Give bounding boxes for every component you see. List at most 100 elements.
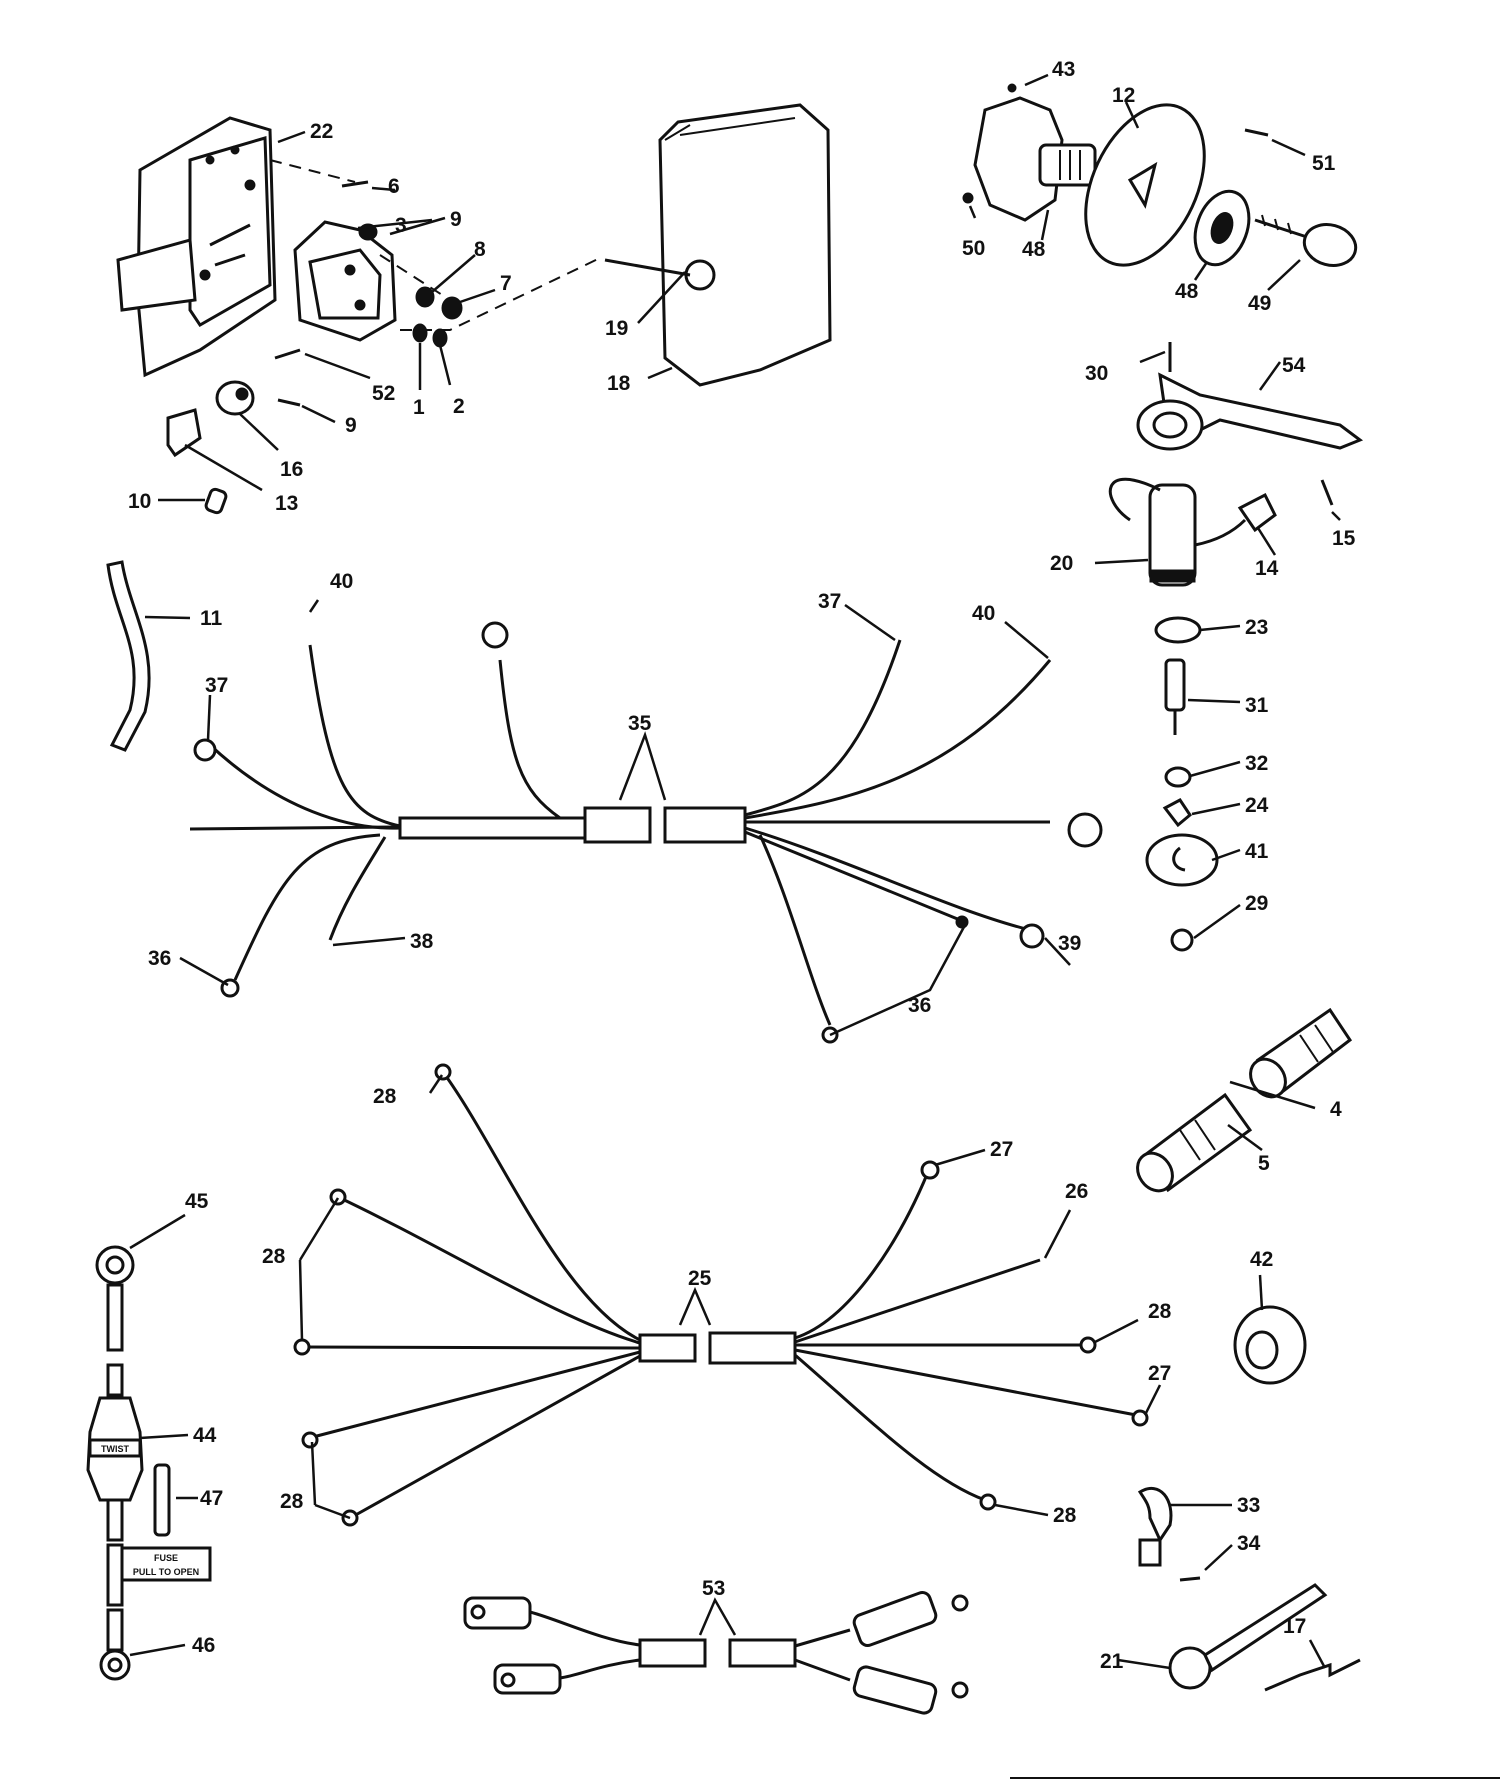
label-11: 11 — [200, 607, 223, 630]
label-26: 26 — [1065, 1180, 1088, 1203]
label-9-lower: 9 — [345, 414, 357, 437]
terminal-part-14 — [1237, 492, 1277, 533]
label-50: 50 — [962, 237, 985, 260]
label-44: 44 — [193, 1424, 217, 1447]
cap-part-41 — [1145, 833, 1219, 887]
label-54: 54 — [1282, 354, 1306, 377]
switch-nut-part-48 — [1193, 189, 1251, 267]
label-28-right-upper: 28 — [1148, 1300, 1172, 1323]
label-6: 6 — [388, 175, 400, 198]
label-40-right: 40 — [972, 602, 995, 625]
wiring-harness-35 — [189, 621, 1103, 1044]
ignition-key-part-49 — [1254, 214, 1358, 267]
washer-part-32 — [1164, 766, 1192, 788]
fuse-part-47 — [153, 1463, 171, 1537]
label-29: 29 — [1245, 892, 1268, 915]
screw-part-9-lower — [277, 398, 301, 407]
label-31: 31 — [1245, 694, 1269, 717]
clamp-part-16 — [215, 380, 255, 416]
tool-part-21 — [1168, 1583, 1328, 1690]
washer-part-8 — [415, 286, 435, 308]
nut-part-43 — [1007, 83, 1017, 93]
nut-part-7 — [441, 296, 463, 320]
label-10: 10 — [128, 490, 151, 513]
wiring-harness-25 — [293, 1063, 1149, 1527]
label-1: 1 — [413, 396, 425, 419]
label-15: 15 — [1332, 527, 1356, 550]
label-38: 38 — [410, 930, 434, 953]
spring-part-17 — [1264, 1658, 1361, 1692]
label-37-right: 37 — [818, 590, 841, 613]
connector-part-4 — [1249, 1007, 1353, 1099]
label-28-left-lower: 28 — [280, 1490, 304, 1513]
fuse-holder-text: TWIST — [101, 1444, 129, 1454]
label-47: 47 — [200, 1487, 223, 1510]
part-number-labels: 1 2 3 4 5 6 7 8 9 9 10 11 12 13 14 15 16… — [128, 58, 1356, 1673]
hose-part-11 — [106, 560, 151, 752]
screw-part-15 — [1320, 479, 1334, 506]
label-51: 51 — [1312, 152, 1336, 175]
screw-part-6 — [341, 180, 369, 188]
label-37-left: 37 — [205, 674, 228, 697]
label-21: 21 — [1100, 1650, 1124, 1673]
sleeve-part-10 — [204, 487, 228, 515]
label-9-upper: 9 — [450, 208, 462, 231]
ignition-switch-part-48 — [973, 96, 1097, 222]
label-19: 19 — [605, 317, 628, 340]
label-5: 5 — [1258, 1152, 1270, 1175]
label-12: 12 — [1112, 84, 1135, 107]
bracket-part-54 — [1136, 372, 1364, 451]
label-4: 4 — [1330, 1098, 1342, 1121]
label-25: 25 — [688, 1267, 712, 1290]
fuse-holder-part-44: TWIST FUSE PULL TO OPEN — [86, 1245, 212, 1681]
screw-part-52 — [274, 348, 301, 360]
label-13: 13 — [275, 492, 298, 515]
label-36-left: 36 — [148, 947, 171, 970]
label-7: 7 — [500, 272, 512, 295]
label-49: 49 — [1248, 292, 1271, 315]
label-16: 16 — [280, 458, 303, 481]
label-30: 30 — [1085, 362, 1108, 385]
label-40-left: 40 — [330, 570, 353, 593]
label-8: 8 — [474, 238, 486, 261]
connector-part-13 — [166, 408, 202, 458]
switch-plate-part-12 — [1084, 103, 1206, 267]
label-2: 2 — [453, 395, 465, 418]
label-14: 14 — [1255, 557, 1279, 580]
label-27-lower: 27 — [1148, 1362, 1171, 1385]
battery-cable-harness-53 — [463, 1591, 969, 1715]
label-24: 24 — [1245, 794, 1269, 817]
screw-part-51 — [1244, 128, 1269, 137]
nut-part-29 — [1170, 928, 1194, 952]
label-27-upper: 27 — [990, 1138, 1013, 1161]
washer-part-2 — [432, 328, 448, 348]
label-23: 23 — [1245, 616, 1268, 639]
label-28-top: 28 — [373, 1085, 397, 1108]
starter-solenoid — [293, 220, 397, 342]
label-42: 42 — [1250, 1248, 1273, 1271]
label-39: 39 — [1058, 932, 1081, 955]
nut-part-1 — [412, 323, 428, 343]
clamp-part-33 — [1137, 1486, 1173, 1544]
condenser-part-20 — [1108, 477, 1247, 587]
label-53: 53 — [702, 1577, 725, 1600]
washer-part-50 — [962, 192, 974, 204]
label-46: 46 — [192, 1634, 215, 1657]
label-28-left-upper: 28 — [262, 1245, 286, 1268]
label-35: 35 — [628, 712, 652, 735]
label-17: 17 — [1283, 1615, 1306, 1638]
ignition-coil-box — [604, 103, 832, 387]
pin-part-31 — [1164, 658, 1186, 735]
clip-part-24 — [1162, 798, 1192, 828]
label-33: 33 — [1237, 1494, 1260, 1517]
label-52: 52 — [372, 382, 395, 405]
label-45: 45 — [185, 1190, 209, 1213]
label-22: 22 — [310, 120, 333, 143]
mounting-bracket-assembly — [116, 116, 277, 378]
label-43: 43 — [1052, 58, 1075, 81]
washer-part-23 — [1154, 616, 1202, 644]
label-3: 3 — [395, 214, 407, 237]
label-28-right-lower: 28 — [1053, 1504, 1077, 1527]
fuse-tag-line2: PULL TO OPEN — [133, 1567, 199, 1577]
